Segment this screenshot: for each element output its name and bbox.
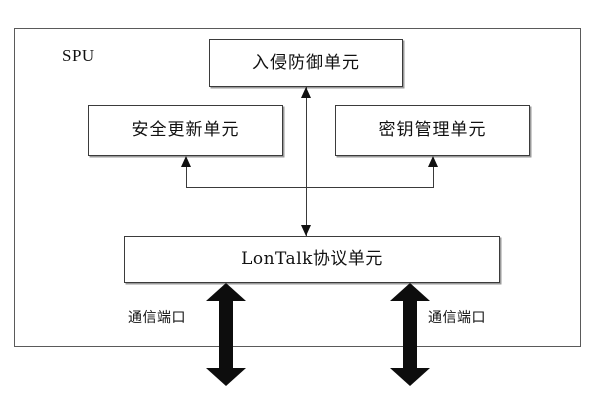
block-lontalk-protocol-unit-label: LonTalk协议单元 (241, 249, 383, 269)
arrow-up-icon (428, 156, 438, 167)
block-key-management-unit[interactable]: 密钥管理单元 (335, 105, 530, 156)
block-intrusion-prevention-unit-label: 入侵防御单元 (252, 52, 360, 73)
connector-bus (186, 187, 434, 188)
arrow-head-up-icon (206, 283, 246, 301)
arrow-up-icon (301, 87, 311, 98)
arrow-shaft (403, 299, 417, 370)
block-key-management-unit-label: 密钥管理单元 (378, 120, 487, 140)
block-security-update-unit[interactable]: 安全更新单元 (88, 105, 283, 156)
communication-port-label-left: 通信端口 (128, 310, 186, 326)
arrow-head-up-icon (390, 283, 430, 301)
communication-port-arrow-left (206, 283, 246, 386)
connector-bus-riser-right (433, 166, 434, 188)
arrow-down-icon (301, 225, 311, 236)
arrow-shaft (219, 299, 233, 370)
spu-label: SPU (62, 46, 95, 65)
connector-intrusion-lontalk (306, 87, 307, 236)
arrow-head-down-icon (206, 368, 246, 386)
communication-port-label-right: 通信端口 (428, 310, 486, 326)
connector-bus-riser-left (186, 166, 187, 188)
arrow-up-icon (181, 156, 191, 167)
arrow-head-down-icon (390, 368, 430, 386)
block-intrusion-prevention-unit[interactable]: 入侵防御单元 (209, 39, 403, 87)
block-security-update-unit-label: 安全更新单元 (131, 120, 240, 140)
block-lontalk-protocol-unit[interactable]: LonTalk协议单元 (124, 236, 500, 283)
communication-port-arrow-right (390, 283, 430, 386)
